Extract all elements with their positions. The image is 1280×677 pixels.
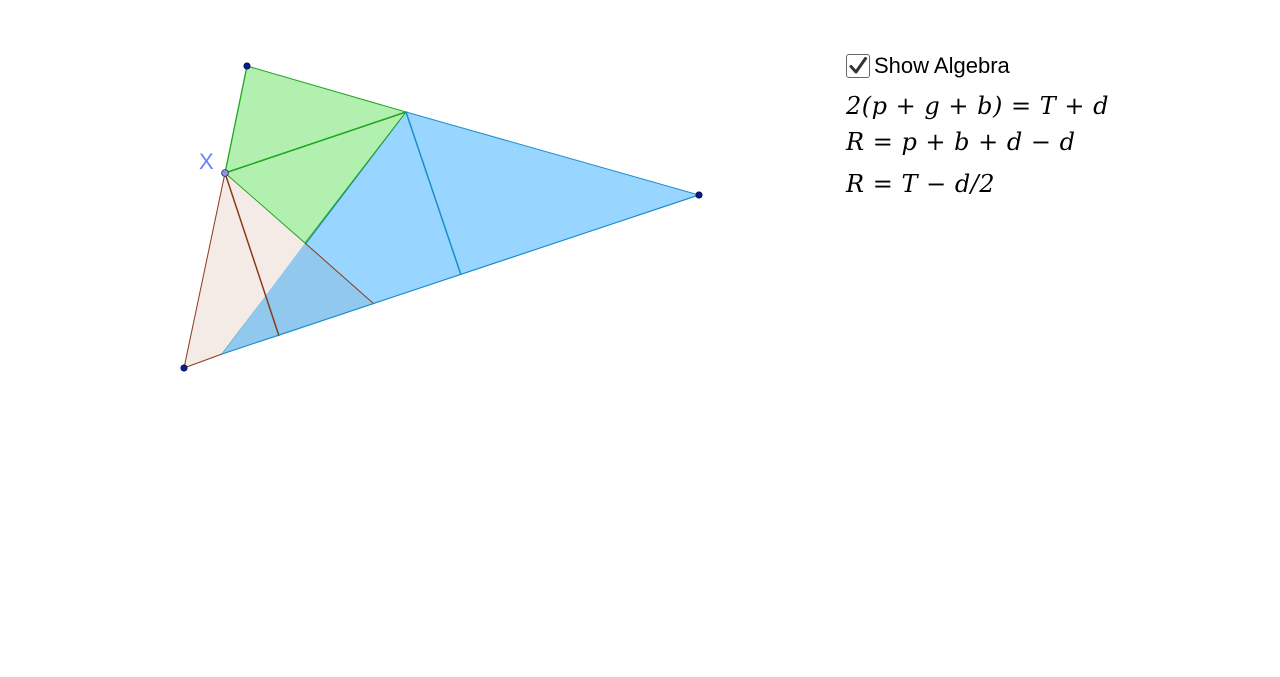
- algebra-panel: Show Algebra 2(p + g + b) = T + d R = p …: [846, 52, 1246, 198]
- checkmark-icon: [849, 57, 867, 74]
- segment-base[interactable]: [221, 194, 700, 355]
- formula-3: R = T − d/2: [846, 170, 996, 198]
- point-top[interactable]: [243, 62, 251, 70]
- segment-brown-median[interactable]: [224, 172, 280, 337]
- point-right[interactable]: [695, 191, 703, 199]
- segment-blue-inner[interactable]: [405, 111, 462, 276]
- point-x[interactable]: [221, 169, 229, 177]
- formula-2: R = p + b + d − d: [846, 128, 1076, 156]
- checkbox-label: Show Algebra: [874, 53, 1010, 78]
- segment-green-mid[interactable]: [224, 111, 407, 174]
- segment-green-top[interactable]: [224, 65, 248, 174]
- segment-brown-bottom[interactable]: [183, 353, 223, 369]
- point-bottom-left[interactable]: [180, 364, 188, 372]
- region-peach-triangle[interactable]: [184, 173, 305, 368]
- formula-1: 2(p + g + b) = T + d: [846, 92, 1109, 120]
- point-x-label: X: [199, 149, 214, 174]
- segment-brown-left[interactable]: [183, 172, 226, 369]
- segment-brown-diagonal[interactable]: [304, 242, 375, 305]
- checkbox-box[interactable]: [846, 54, 870, 78]
- show-algebra-checkbox[interactable]: Show Algebra: [846, 52, 1246, 80]
